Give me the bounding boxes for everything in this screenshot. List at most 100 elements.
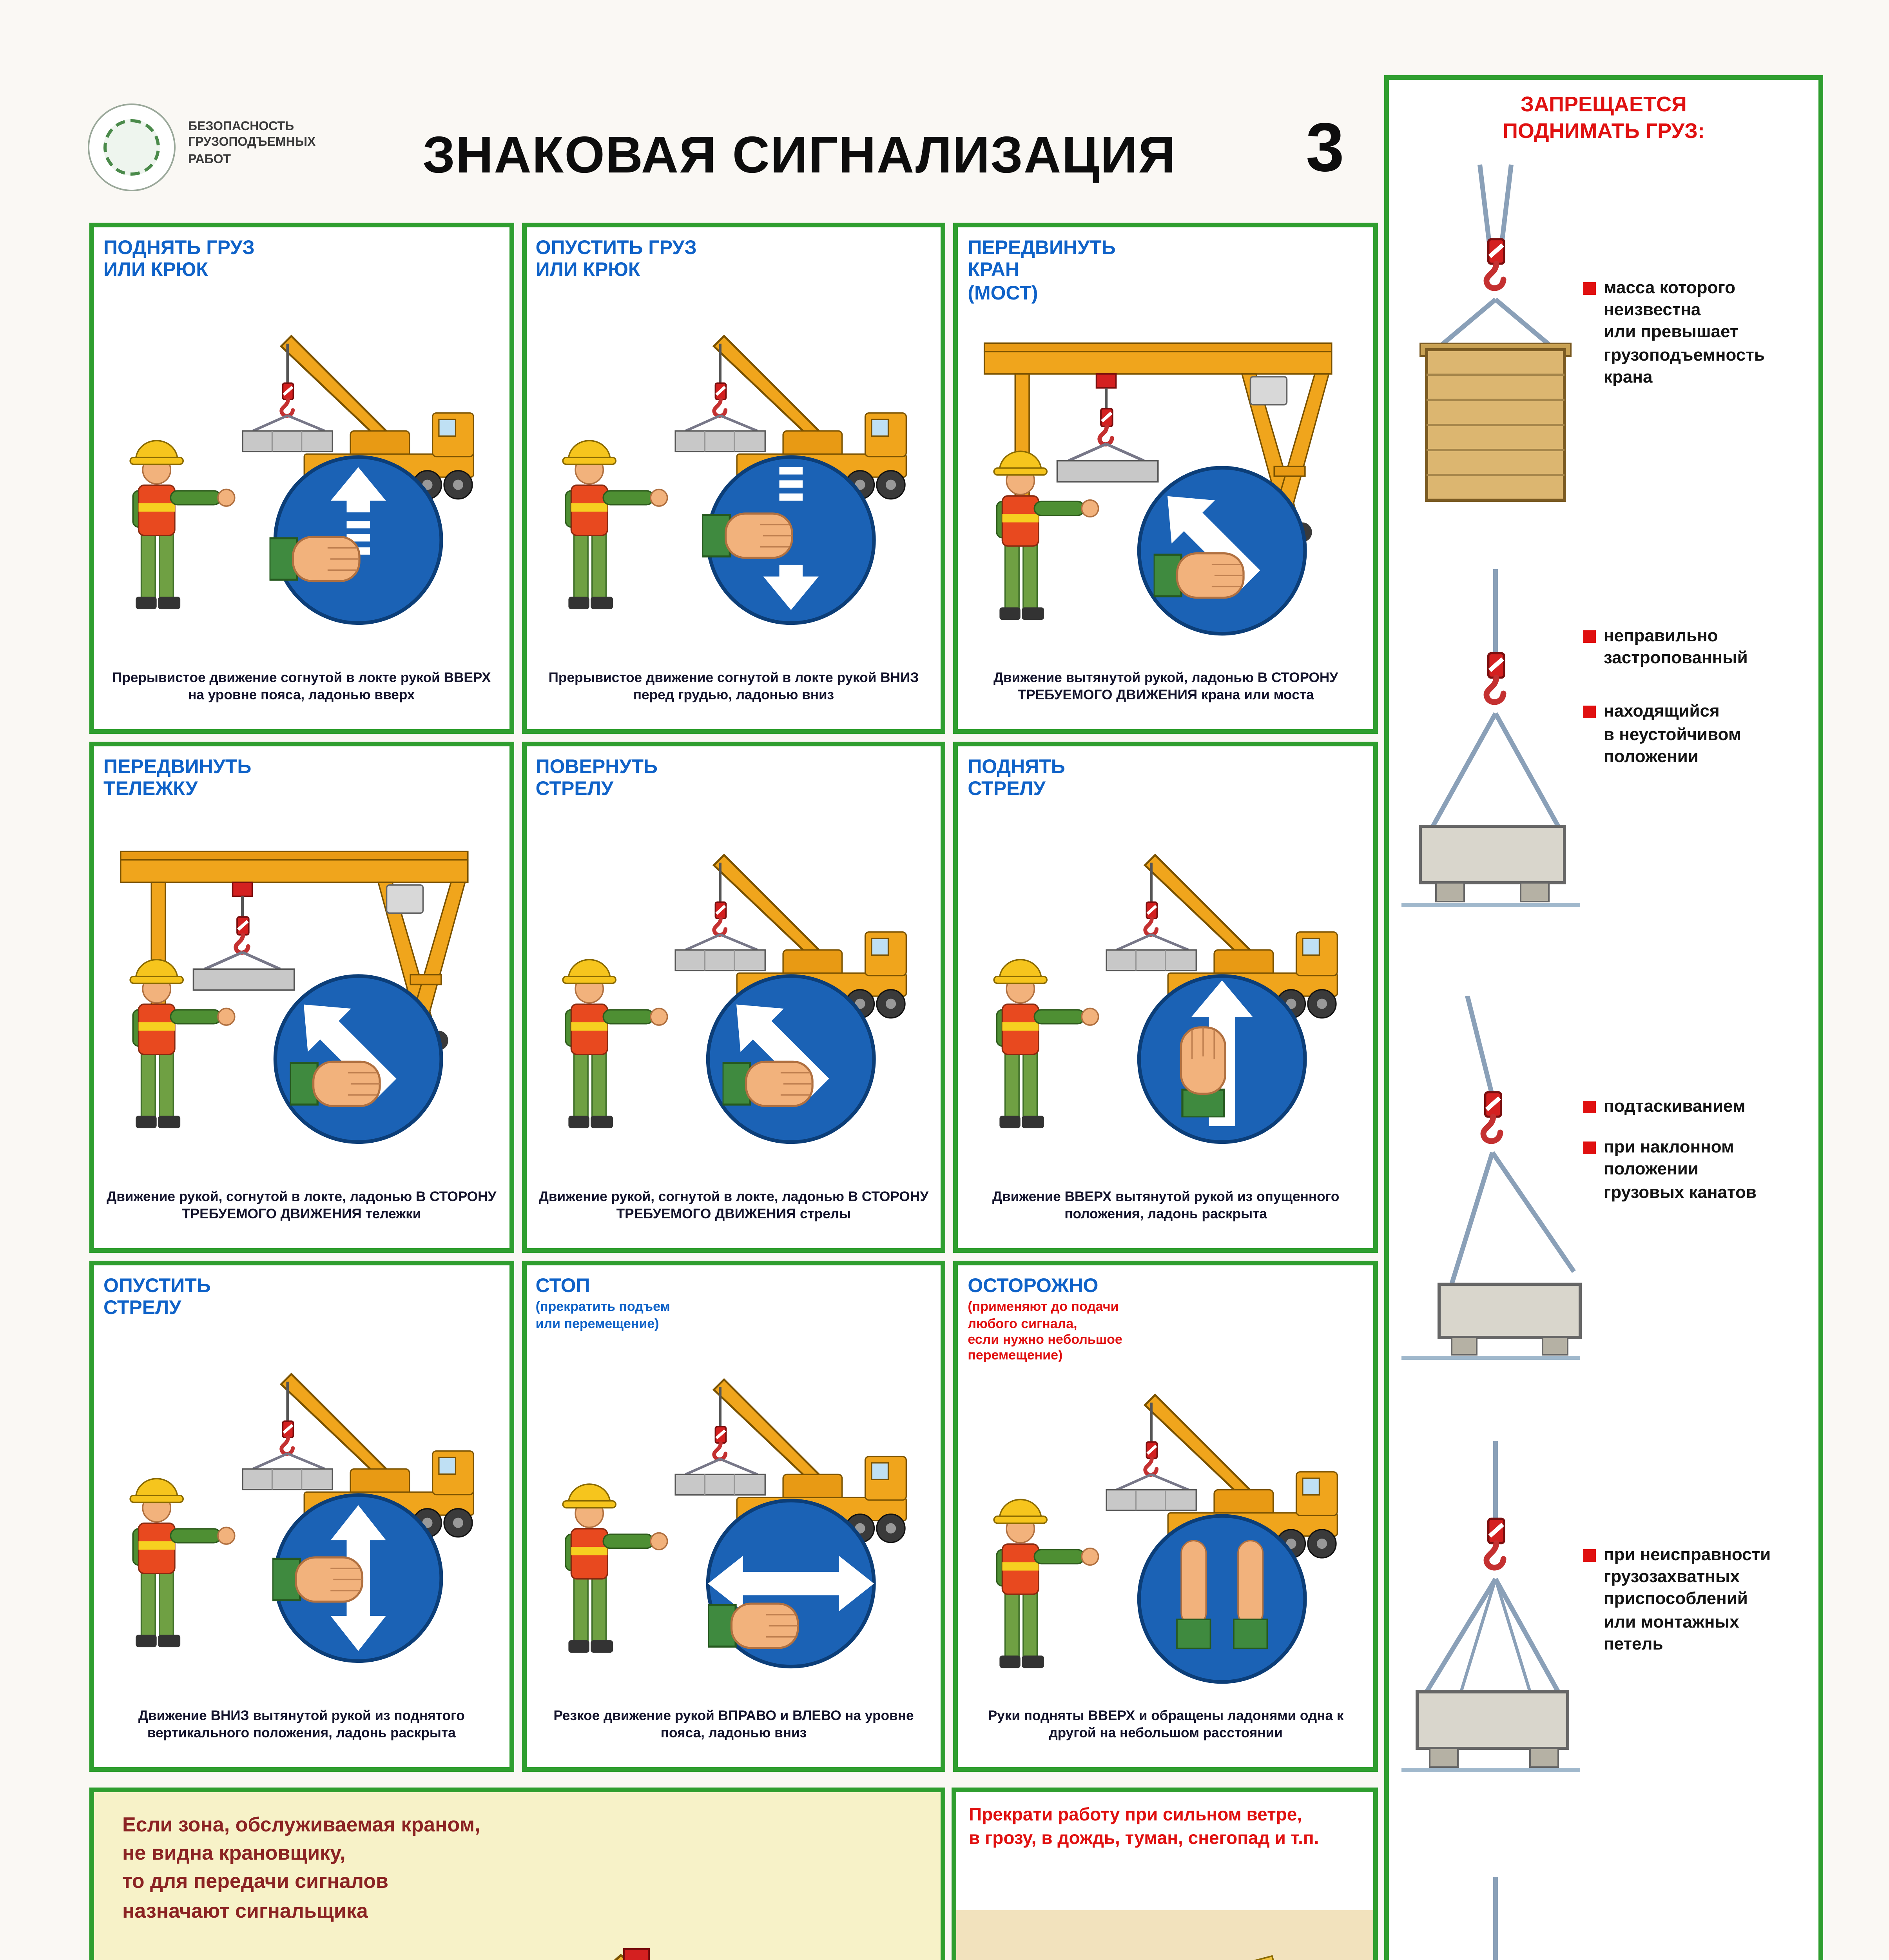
hook-block-icon	[1483, 1092, 1501, 1141]
prohibited-item: неправильно застропованный	[1583, 625, 1806, 670]
two-palms-icon	[1181, 1540, 1207, 1626]
signalman-icon	[562, 958, 668, 1129]
signalman-icon	[993, 1499, 1100, 1669]
hand-palm-icon	[702, 513, 791, 557]
signal-illustration	[129, 282, 500, 625]
signalman-icon	[562, 439, 668, 610]
prohibited-row: примерзший к земле заваленный другими гр…	[1398, 1877, 1809, 1960]
hook-block-icon	[1487, 653, 1504, 702]
hook-block-icon	[1487, 239, 1504, 288]
vertical-double-arrow-icon	[330, 1504, 386, 1540]
frozen-load-illustration	[1493, 1877, 1498, 1960]
logo-emblem-icon	[103, 119, 160, 176]
signal-cell-lower-boom: ОПУСТИТЬ СТРЕЛУ Движение ВНИЗ вытянутой …	[89, 1261, 514, 1772]
signalman-scene-illustration	[94, 1792, 941, 1960]
signalman-scene: Если зона, обслуживаемая краном, не видн…	[89, 1788, 945, 1960]
hook-block-icon	[1487, 1518, 1504, 1567]
red-square-bullet-icon	[1583, 1142, 1596, 1154]
signal-caption: Движение ВНИЗ вытянутой рукой из поднято…	[138, 1708, 465, 1740]
signalman-icon	[562, 1483, 668, 1653]
hand-palm-icon	[1182, 1027, 1226, 1117]
prohibited-item: масса которого неизвестна или превышает …	[1583, 277, 1806, 389]
horizontal-double-arrow-icon	[707, 1555, 743, 1611]
prohibited-row: подтаскиванием при наклонном положении г…	[1398, 995, 1809, 1441]
weather-warning-scene: Прекрати работу при сильном ветре, в гро…	[952, 1788, 1378, 1960]
page-title: ЗНАКОВАЯ СИГНАЛИЗАЦИЯ	[422, 125, 1177, 183]
prohibited-texts: масса которого неизвестна или превышает …	[1583, 155, 1809, 569]
signal-title: ПОВЕРНУТЬ СТРЕЛУ	[535, 756, 658, 800]
signal-illustration	[968, 305, 1364, 636]
signal-title: СТОП	[535, 1275, 590, 1297]
signal-illustration	[993, 1363, 1364, 1684]
signal-caption: Руки подняты ВВЕРХ и обращены ладонями о…	[988, 1708, 1344, 1740]
signal-caption: Движение рукой, согнутой в локте, ладонь…	[107, 1189, 497, 1221]
prohibited-item: подтаскиванием	[1583, 1096, 1806, 1118]
hand-palm-icon	[272, 1557, 362, 1601]
crate-load-illustration	[1419, 164, 1572, 501]
red-square-bullet-icon	[1583, 282, 1596, 294]
signal-title: ПОДНЯТЬ СТРЕЛУ	[968, 756, 1065, 800]
signalman-note: Если зона, обслуживаемая краном, не видн…	[122, 1813, 480, 1922]
dragging-load-illustration	[1401, 995, 1582, 1359]
signal-title: ОСТОРОЖНО	[968, 1275, 1099, 1297]
signal-caption: Движение вытянутой рукой, ладонью В СТОР…	[993, 670, 1338, 702]
weather-warning-text: Прекрати работу при сильном ветре, в гро…	[969, 1806, 1319, 1849]
red-square-bullet-icon	[1583, 1549, 1596, 1561]
prohibited-item: при наклонном положении грузовых канатов	[1583, 1137, 1806, 1204]
signal-cell-raise-boom: ПОДНЯТЬ СТРЕЛУ Движение ВВЕРХ вытянутой …	[954, 742, 1378, 1253]
prohibited-row: при неисправности грузозахватных приспос…	[1398, 1441, 1809, 1877]
signal-illustration	[562, 1331, 932, 1668]
signal-title: ОПУСТИТЬ ГРУЗ ИЛИ КРЮК	[535, 237, 697, 281]
prohibited-row: неправильно застропованный находящийся в…	[1398, 569, 1809, 995]
weather-scene-illustration	[956, 1910, 1373, 1960]
signal-title: ОПУСТИТЬ СТРЕЛУ	[103, 1275, 211, 1319]
logo-caption: БЕЗОПАСНОСТЬ ГРУЗОПОДЪЕМНЫХ РАБОТ	[188, 119, 316, 166]
red-square-bullet-icon	[1583, 706, 1596, 719]
logo	[88, 103, 176, 191]
signal-cell-move-crane: ПЕРЕДВИНУТЬ КРАН (МОСТ) Движение вытянут…	[954, 223, 1378, 734]
hand-palm-icon	[290, 1061, 380, 1105]
hand-palm-icon	[722, 1061, 812, 1105]
prohibited-title: ЗАПРЕЩАЕТСЯ ПОДНИМАТЬ ГРУЗ:	[1503, 93, 1705, 143]
signal-subtitle: (прекратить подъем или перемещение)	[535, 1299, 670, 1331]
prohibited-texts: примерзший к земле заваленный другими гр…	[1583, 1877, 1809, 1960]
signal-illustration	[129, 1320, 500, 1663]
signal-circle	[1138, 1514, 1307, 1684]
signal-title: ПЕРЕДВИНУТЬ ТЕЛЕЖКУ	[103, 756, 252, 800]
sling-load-illustration	[1401, 569, 1580, 906]
down-arrow-icon	[763, 564, 818, 610]
hand-palm-icon	[270, 537, 359, 581]
prohibited-texts: подтаскиванием при наклонном положении г…	[1583, 995, 1809, 1441]
signal-cell-caution: ОСТОРОЖНО (применяют до подачи любого си…	[954, 1261, 1378, 1772]
signal-caption: Прерывистое движение согнутой в локте ру…	[548, 670, 919, 702]
signal-cell-stop: СТОП (прекратить подъем или перемещение)…	[521, 1261, 946, 1772]
red-square-bullet-icon	[1583, 630, 1596, 642]
up-arrow-icon	[330, 466, 386, 512]
signalman-icon	[129, 439, 236, 610]
signal-title: ПЕРЕДВИНУТЬ КРАН (МОСТ)	[968, 237, 1116, 304]
signal-illustration	[562, 801, 932, 1144]
signal-illustration	[103, 801, 500, 1144]
signal-cell-raise-load: ПОДНЯТЬ ГРУЗ ИЛИ КРЮК Прерывистое движен…	[89, 223, 514, 734]
signal-subtitle: (применяют до подачи любого сигнала, есл…	[968, 1299, 1122, 1363]
signal-caption: Прерывистое движение согнутой в локте ру…	[112, 670, 491, 702]
signal-grid: ПОДНЯТЬ ГРУЗ ИЛИ КРЮК Прерывистое движен…	[89, 223, 1378, 1772]
prohibited-item: находящийся в неустойчивом положении	[1583, 701, 1806, 769]
red-square-bullet-icon	[1583, 1100, 1596, 1113]
signalman-icon	[129, 1477, 236, 1648]
hand-palm-icon	[707, 1603, 797, 1648]
signalman-icon	[993, 958, 1100, 1129]
prohibited-row: масса которого неизвестна или превышает …	[1398, 155, 1809, 569]
hand-palm-icon	[1154, 554, 1244, 598]
signal-caption: Резкое движение рукой ВПРАВО и ВЛЕВО на …	[553, 1708, 914, 1740]
signal-caption: Движение ВВЕРХ вытянутой рукой из опущен…	[992, 1189, 1340, 1221]
faulty-slings-illustration	[1401, 1441, 1580, 1772]
signal-cell-turn-boom: ПОВЕРНУТЬ СТРЕЛУ Движение рукой, согнуто…	[521, 742, 946, 1253]
signal-caption: Движение рукой, согнутой в локте, ладонь…	[538, 1189, 929, 1221]
prohibited-panel: ЗАПРЕЩАЕТСЯ ПОДНИМАТЬ ГРУЗ: масса которо…	[1384, 75, 1823, 1960]
prohibited-texts: при неисправности грузозахватных приспос…	[1583, 1441, 1809, 1877]
signal-cell-move-trolley: ПЕРЕДВИНУТЬ ТЕЛЕЖКУ Движение рукой, согн…	[89, 742, 514, 1253]
signal-illustration	[993, 801, 1364, 1144]
sheet-number: 3	[1306, 110, 1344, 187]
